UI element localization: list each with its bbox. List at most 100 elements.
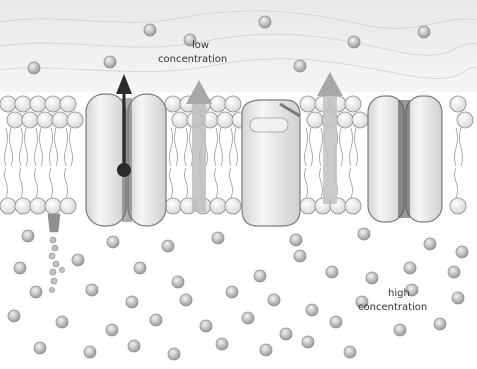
phospholipid-head (217, 112, 233, 128)
phospholipid-head (22, 112, 38, 128)
molecule-icon (180, 294, 192, 306)
phospholipid-head (165, 96, 181, 112)
lipid-tail (320, 168, 323, 198)
molecule-icon (212, 232, 224, 244)
molecule-icon (404, 262, 416, 274)
carrier-protein (242, 100, 300, 226)
phospholipid-head (45, 96, 61, 112)
lipid-tail (460, 128, 463, 166)
phospholipid-head (352, 112, 368, 128)
molecule-icon (434, 318, 446, 330)
phospholipid-head (300, 96, 316, 112)
molecule-icon (344, 346, 356, 358)
molecule-icon (242, 312, 254, 324)
molecule-icon (106, 324, 118, 336)
lipid-tail (20, 168, 23, 198)
phospholipid-head (345, 198, 361, 214)
molecule-icon (424, 238, 436, 250)
phospholipid-head (345, 96, 361, 112)
molecule-icon (358, 228, 370, 240)
molecule-icon (254, 270, 266, 282)
molecule-icon (200, 320, 212, 332)
lipid-tail (40, 128, 43, 166)
phospholipid-head (0, 96, 16, 112)
lipid-tail (175, 128, 178, 166)
molecule-icon (448, 266, 460, 278)
lipid-tail (70, 128, 73, 166)
phospholipid-head (30, 198, 46, 214)
low-concentration-label-line2: concentration (158, 54, 227, 65)
lipid-tail (310, 128, 313, 166)
molecule-icon (56, 316, 68, 328)
molecule-icon (172, 276, 184, 288)
molecule-icon (216, 338, 228, 350)
phospholipid-head (37, 112, 53, 128)
low-concentration-label-line1: low (192, 40, 209, 51)
lipid-tail (220, 128, 223, 166)
molecule-icon (306, 304, 318, 316)
lipid-tail (215, 128, 218, 166)
molecule-icon (168, 348, 180, 360)
molecule-icon (150, 314, 162, 326)
phospholipid-head (60, 198, 76, 214)
molecule-icon (30, 286, 42, 298)
phospholipid-head (450, 198, 466, 214)
glycolipid-chain (48, 214, 65, 293)
lipid-tail (65, 128, 68, 166)
phospholipid-head (67, 112, 83, 128)
molecule-icon (326, 266, 338, 278)
phospholipid-head (15, 96, 31, 112)
phospholipid-head (225, 198, 241, 214)
phospholipid-head (225, 96, 241, 112)
phospholipid-head (45, 198, 61, 214)
phospholipid-head (337, 112, 353, 128)
molecule-icon (144, 24, 156, 36)
phospholipid-head (15, 198, 31, 214)
lipid-tail (65, 168, 68, 198)
molecule-icon (418, 26, 430, 38)
molecule-icon (280, 328, 292, 340)
lipid-tail (455, 128, 458, 166)
molecule-icon (8, 310, 20, 322)
lipid-tail (305, 128, 308, 166)
molecule-icon (22, 230, 34, 242)
molecule-icon (226, 286, 238, 298)
molecule-icon (28, 62, 40, 74)
lipid-tail (185, 168, 188, 198)
molecule-icon (294, 250, 306, 262)
phospholipid-head (210, 96, 226, 112)
phospholipid-head (30, 96, 46, 112)
lipid-tail (170, 128, 173, 166)
molecule-icon (452, 292, 464, 304)
lipid-tail (230, 128, 233, 166)
channel-protein-1 (86, 94, 166, 226)
lipid-tail (35, 128, 38, 166)
light-transport-arrow-1 (186, 80, 212, 212)
molecule-icon (260, 344, 272, 356)
molecule-icon (128, 340, 140, 352)
lipid-tail (10, 128, 13, 166)
lipid-tail (25, 128, 28, 166)
molecule-icon (330, 316, 342, 328)
molecule-icon (268, 294, 280, 306)
lipid-tail (320, 128, 323, 166)
extracellular-region (0, 0, 477, 92)
high-concentration-label-line2: concentration (358, 302, 427, 313)
molecule-icon (126, 296, 138, 308)
lipid-tail (350, 168, 353, 198)
molecule-icon (394, 324, 406, 336)
molecule-icon (348, 36, 360, 48)
phospholipid-head (60, 96, 76, 112)
lipid-tail (50, 168, 53, 198)
channel-protein-2 (368, 96, 442, 222)
phospholipid-head (300, 198, 316, 214)
lipid-tail (50, 128, 53, 166)
molecule-icon (34, 342, 46, 354)
lipid-tail (230, 168, 233, 198)
lipid-tail (455, 168, 458, 198)
lipid-tail (355, 128, 358, 166)
molecule-icon (294, 60, 306, 72)
lipid-tail (350, 128, 353, 166)
lipid-tail (170, 168, 173, 198)
